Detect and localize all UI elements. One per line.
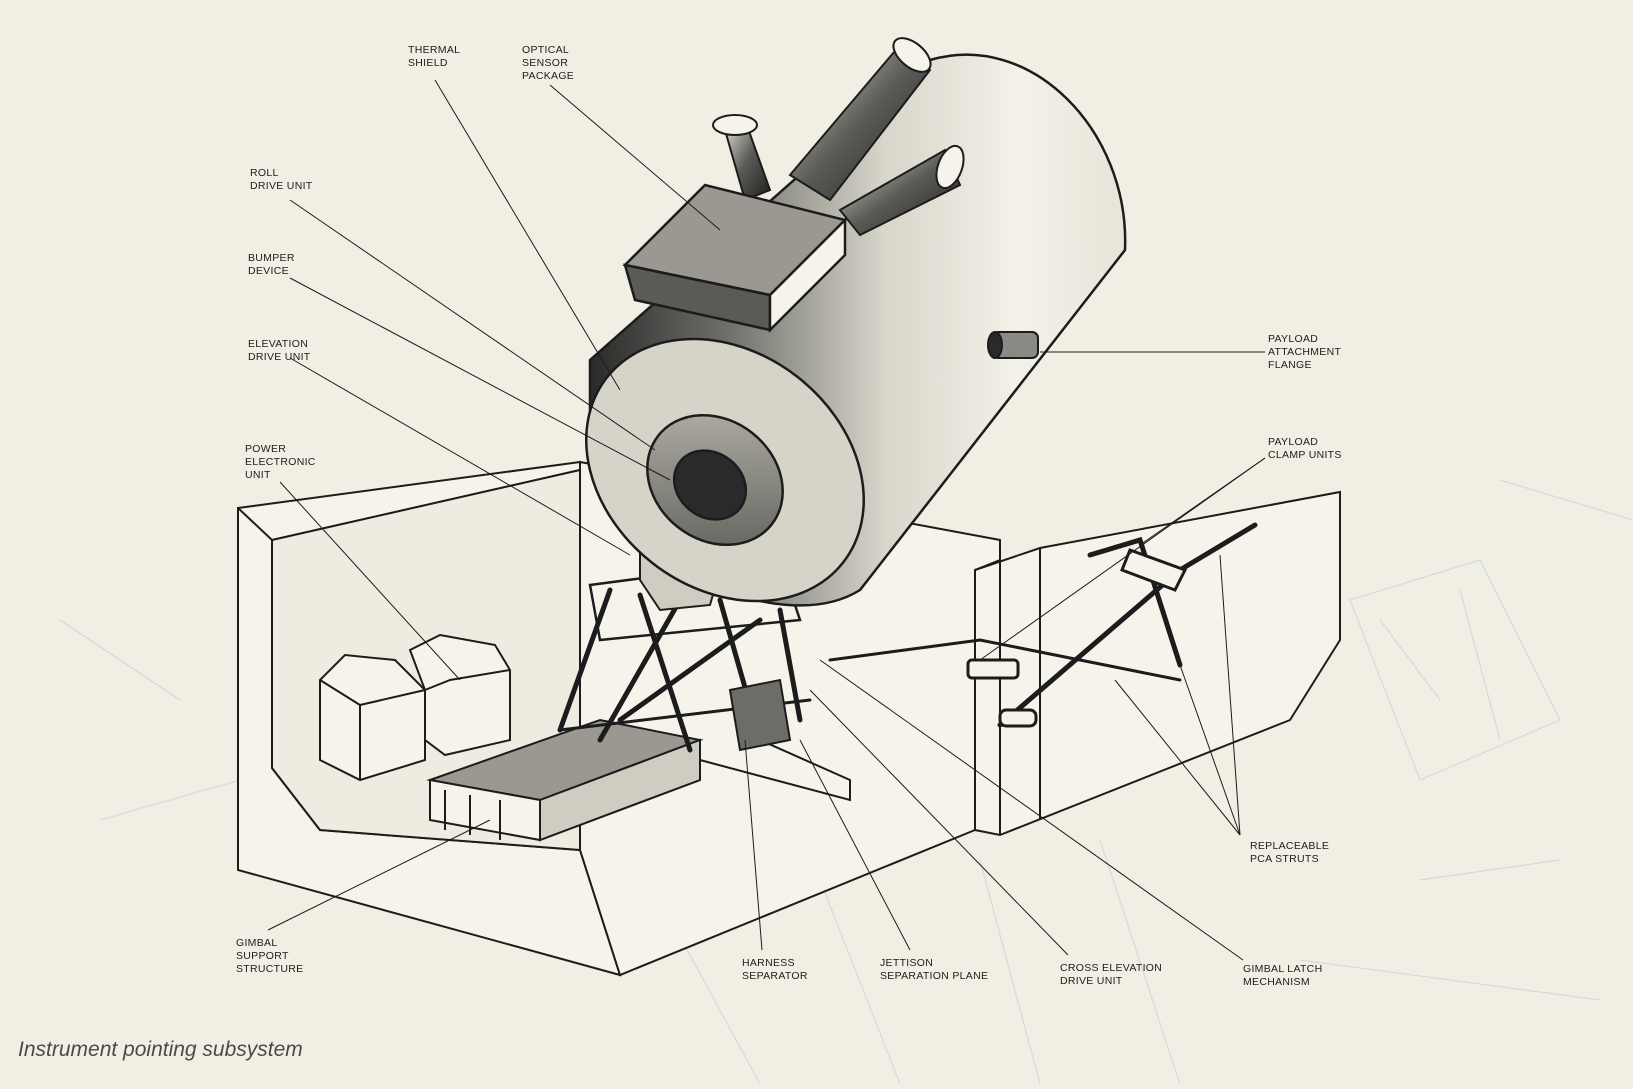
- label-payload-attachment-flange: PAYLOAD ATTACHMENT FLANGE: [1268, 333, 1342, 371]
- label-jettison-separation-plane: JETTISON SEPARATION PLANE: [880, 957, 989, 982]
- label-harness-separator: HARNESS SEPARATOR: [742, 957, 808, 982]
- label-gimbal-support-structure: GIMBAL SUPPORT STRUCTURE: [236, 937, 304, 975]
- label-gimbal-latch-mechanism: GIMBAL LATCH MECHANISM: [1243, 963, 1323, 988]
- gimbal-support-structure: [426, 718, 851, 842]
- label-bumper-device: BUMPER DEVICE: [248, 252, 295, 277]
- pca-struts: [828, 522, 1258, 728]
- label-replaceable-pca-struts: REPLACEABLE PCA STRUTS: [1250, 840, 1330, 865]
- label-roll-drive-unit: ROLL DRIVE UNIT: [250, 167, 313, 192]
- thermal-shield-drum: [585, 53, 1127, 607]
- power-electronic-boxes: [319, 633, 511, 782]
- label-power-electronic-unit: POWER ELECTRONIC UNIT: [245, 443, 316, 481]
- label-optical-sensor-package: OPTICAL SENSOR PACKAGE: [522, 44, 575, 82]
- label-payload-clamp-units: PAYLOAD CLAMP UNITS: [1268, 436, 1342, 461]
- label-cross-elevation-drive-unit: CROSS ELEVATION DRIVE UNIT: [1060, 962, 1163, 987]
- leader-lines: [267, 79, 1266, 961]
- label-thermal-shield: THERMAL SHIELD: [408, 44, 461, 69]
- optical-sensor-package: [622, 183, 848, 334]
- label-elevation-drive-unit: ELEVATION DRIVE UNIT: [248, 338, 311, 363]
- payload-attachment-flange: [987, 331, 1039, 359]
- figure-caption: Instrument pointing subsystem: [18, 1038, 303, 1061]
- sensor-nozzles: [712, 37, 965, 237]
- background-blueprint: [59, 479, 1633, 1085]
